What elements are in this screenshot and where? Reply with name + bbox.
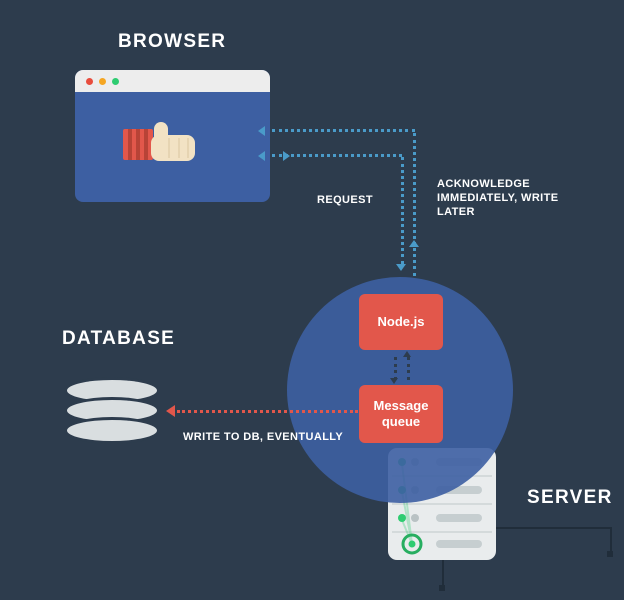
close-dot-icon — [86, 77, 93, 85]
maximize-dot-icon — [112, 77, 119, 85]
server-trace-vertical — [610, 527, 612, 551]
arrow-down-icon — [390, 378, 398, 384]
arrow-up-icon — [409, 240, 419, 247]
arrow-down-icon — [396, 264, 406, 271]
db-disk — [64, 417, 160, 444]
arrow-up-icon — [403, 351, 411, 357]
acknowledge-line-horizontal — [272, 129, 415, 132]
power-indicator-icon — [401, 533, 482, 555]
request-label: REQUEST — [317, 194, 373, 206]
queue-up-line — [407, 357, 410, 380]
arrow-left-icon — [166, 405, 175, 417]
database-cylinders-icon — [64, 377, 160, 447]
server-row — [398, 514, 482, 522]
browser-label: BROWSER — [118, 31, 227, 52]
trace-endpoint — [607, 551, 613, 557]
server-trace-horizontal — [496, 527, 612, 529]
acknowledge-label: ACKNOWLEDGE IMMEDIATELY, WRITE LATER — [437, 178, 559, 218]
server-label: SERVER — [527, 487, 613, 508]
thumbs-up-icon — [123, 122, 195, 161]
arrow-left-icon — [258, 126, 265, 136]
request-line-vertical — [401, 157, 404, 264]
arrow-right-icon — [283, 151, 290, 161]
queue-down-line — [394, 357, 397, 380]
browser-content — [75, 92, 270, 202]
browser-titlebar — [75, 70, 270, 92]
server-trace-bottom — [442, 560, 444, 585]
arrow-left-icon — [258, 151, 265, 161]
database-label: DATABASE — [62, 328, 176, 349]
write-db-label: WRITE TO DB, EVENTUALLY — [183, 431, 344, 443]
request-line-horizontal — [272, 154, 402, 157]
browser-window — [75, 70, 270, 202]
minimize-dot-icon — [99, 77, 106, 85]
nodejs-box: Node.js — [359, 294, 443, 350]
nodejs-box-label: Node.js — [377, 314, 425, 329]
message-queue-box: Message queue — [359, 385, 443, 443]
message-queue-box-label: Message queue — [373, 398, 429, 429]
trace-endpoint — [439, 585, 445, 591]
acknowledge-line-vertical — [413, 133, 416, 276]
write-db-line — [177, 410, 358, 413]
